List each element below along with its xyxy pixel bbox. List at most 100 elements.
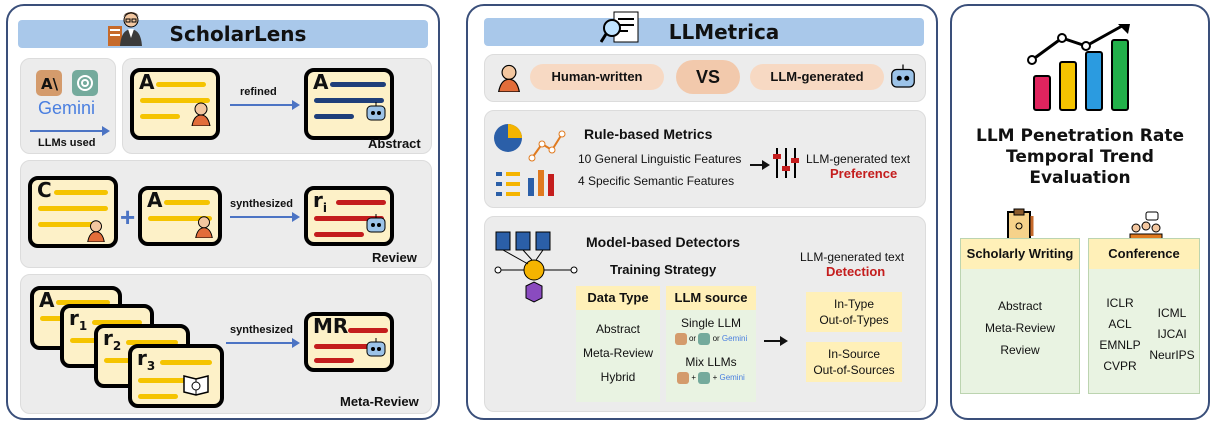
refined-arrow — [230, 100, 300, 110]
conference-item: NeurIPS — [1149, 348, 1195, 362]
text-line — [38, 206, 108, 211]
anthropic-icon — [677, 372, 690, 384]
robot-icon — [366, 338, 386, 357]
robot-icon — [366, 102, 386, 121]
vs-label: VS — [695, 67, 720, 87]
data-type-body: Abstract Meta-Review Hybrid — [576, 310, 660, 402]
llmetrica-panel: LLMetrica Human-written VS LLM-generated… — [466, 4, 938, 420]
writing-header: Scholarly Writing — [961, 239, 1079, 269]
rule-based-box — [484, 110, 926, 208]
abstract-output-card: A — [304, 68, 394, 140]
conference-item: ICML — [1157, 306, 1187, 320]
text-line — [156, 82, 206, 87]
synthesized-arrow — [226, 338, 300, 348]
text-line — [140, 114, 180, 119]
data-item: Meta-Review — [582, 346, 654, 360]
card-letter: r2 — [103, 326, 122, 353]
meta-card-r3: r3 — [128, 344, 224, 408]
text-line — [314, 358, 354, 363]
openai-icon — [698, 333, 711, 345]
type-box: In-Type Out-of-Types — [806, 292, 902, 332]
plus-label: + — [691, 373, 697, 383]
openai-icon — [698, 372, 711, 384]
clipboard-icon — [1007, 208, 1034, 241]
card-letter: A — [139, 70, 155, 94]
llmetrica-banner: LLMetrica — [484, 18, 924, 46]
card-letter: A — [147, 188, 163, 212]
conference-item: ACL — [1108, 317, 1132, 331]
human-writer-icon — [191, 102, 211, 126]
training-strategy-label: Training Strategy — [610, 262, 717, 277]
card-letter: MR — [313, 314, 349, 338]
text-line — [138, 378, 208, 383]
conference-item: ICLR — [1106, 296, 1134, 310]
svg-text:A\: A\ — [41, 75, 59, 93]
in-source-label: In-Source — [827, 347, 881, 361]
specific-features: 4 Specific Semantic Features — [578, 174, 735, 188]
text-line — [160, 360, 212, 365]
llm-source-header: LLM source — [666, 286, 756, 310]
human-written-pill: Human-written — [530, 64, 664, 90]
robot-icon — [891, 64, 915, 88]
text-line — [314, 344, 384, 349]
writing-card: Scholarly Writing Abstract Meta-Review R… — [960, 238, 1080, 394]
robot-icon — [366, 214, 386, 233]
card-letter: ri — [313, 188, 327, 215]
detector-output-text: LLM-generated text — [800, 250, 905, 264]
rule-output-text: LLM-generated text — [806, 152, 911, 166]
model-based-title: Model-based Detectors — [586, 234, 741, 250]
scholar-icon — [108, 12, 142, 46]
evaluation-title: LLM Penetration Rate Temporal Trend Eval… — [952, 126, 1208, 189]
text-line — [126, 340, 178, 345]
review-output-card: ri — [304, 186, 394, 246]
general-features: 10 General Linguistic Features — [578, 152, 742, 166]
rule-based-title: Rule-based Metrics — [584, 126, 713, 142]
or-label: or — [688, 334, 697, 344]
llms-used-box — [20, 58, 116, 154]
growth-chart-icon — [1027, 24, 1130, 111]
conference-item: EMNLP — [1099, 338, 1141, 352]
single-llm-label: Single LLM — [680, 316, 742, 330]
data-item: Abstract — [595, 322, 640, 336]
data-type-header: Data Type — [576, 286, 660, 310]
card-letter: r3 — [137, 346, 156, 373]
conference-col1: ICLR ACL EMNLP CVPR — [1097, 293, 1143, 377]
writing-items: Abstract Meta-Review Review — [961, 295, 1079, 361]
scholarlens-banner: ScholarLens — [18, 20, 428, 48]
detector-arrow — [764, 336, 788, 346]
text-line — [38, 222, 98, 227]
text-line — [140, 98, 210, 103]
writing-item: Review — [1000, 343, 1040, 357]
text-line — [138, 394, 178, 399]
llmetrica-title: LLMetrica — [668, 20, 780, 44]
synthesized-label: synthesized — [230, 324, 293, 336]
or-label: or — [712, 334, 720, 344]
openai-icon — [72, 70, 98, 96]
llm-generated-pill: LLM-generated — [750, 64, 884, 90]
plus-label: + — [712, 373, 718, 383]
conference-header: Conference — [1089, 239, 1199, 269]
text-line — [164, 200, 210, 205]
single-llm-icons: or or Gemini — [666, 333, 756, 345]
text-line — [330, 82, 386, 87]
conference-item: IJCAI — [1157, 327, 1187, 341]
llms-used-label: LLMs used — [38, 137, 96, 149]
gemini-label: Gemini — [719, 373, 745, 383]
synthesized-arrow — [230, 212, 300, 222]
llm-generated-label: LLM-generated — [770, 69, 864, 84]
refined-label: refined — [240, 86, 277, 98]
card-letter: A — [39, 288, 55, 312]
scholarlens-panel: ScholarLens A\ Gemini LLMs used A refine… — [6, 4, 440, 420]
mix-llm-icons: + + Gemini — [666, 372, 756, 384]
neural-network-icon — [494, 231, 578, 303]
text-line — [348, 328, 388, 333]
title-line: Temporal Trend — [1006, 147, 1154, 167]
source-box: In-Source Out-of-Sources — [806, 342, 902, 382]
vs-badge: VS — [676, 60, 740, 94]
meta-review-caption: Meta-Review — [340, 394, 419, 409]
text-line — [314, 232, 364, 237]
rule-arrow — [750, 160, 770, 170]
gemini-label: Gemini — [721, 334, 748, 344]
writing-item: Abstract — [997, 299, 1042, 313]
text-line — [92, 320, 142, 325]
